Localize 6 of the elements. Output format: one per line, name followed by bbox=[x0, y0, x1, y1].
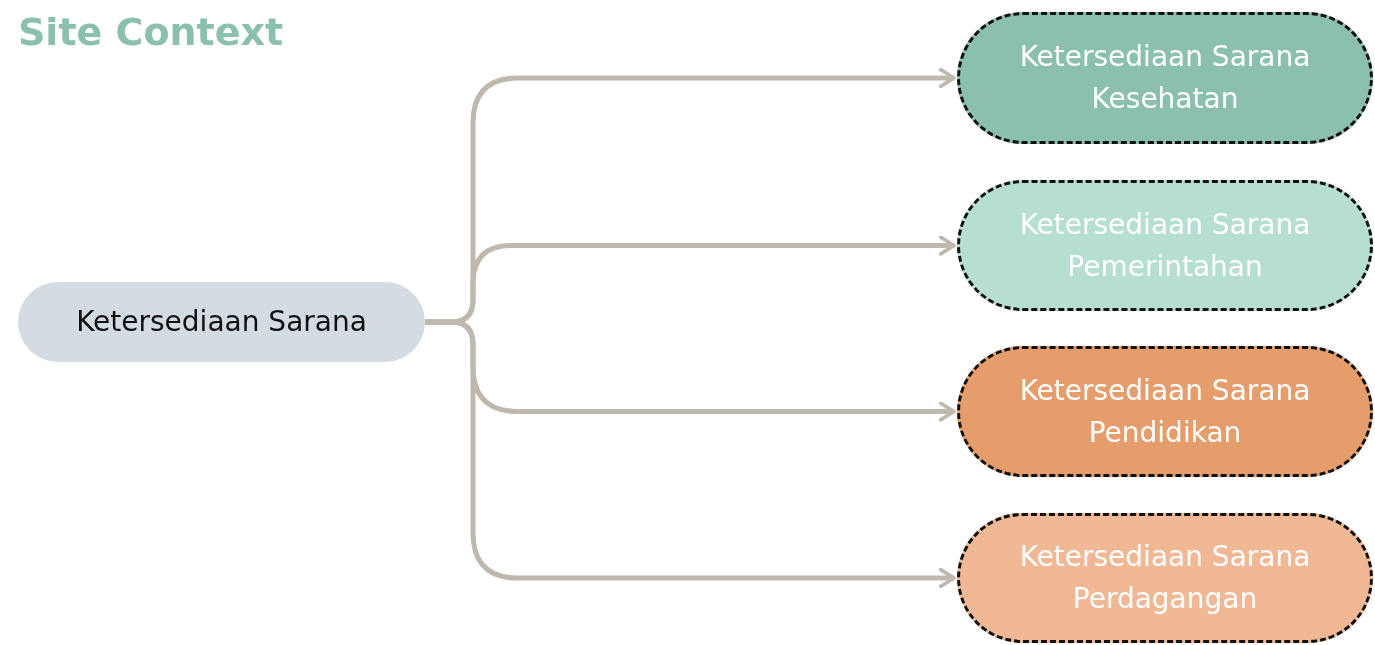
topic-label: Ketersediaan Sarana Perdagangan bbox=[1018, 539, 1312, 617]
topic-label: Ketersediaan Sarana Kesehatan bbox=[1018, 39, 1312, 117]
topic-label: Ketersediaan Sarana Pemerintahan bbox=[1018, 206, 1312, 285]
topic-label: Ketersediaan Sarana Pendidikan bbox=[1018, 372, 1312, 451]
topic-label: Ketersediaan Sarana bbox=[76, 304, 367, 340]
diagram-title: Site Context bbox=[18, 10, 284, 54]
